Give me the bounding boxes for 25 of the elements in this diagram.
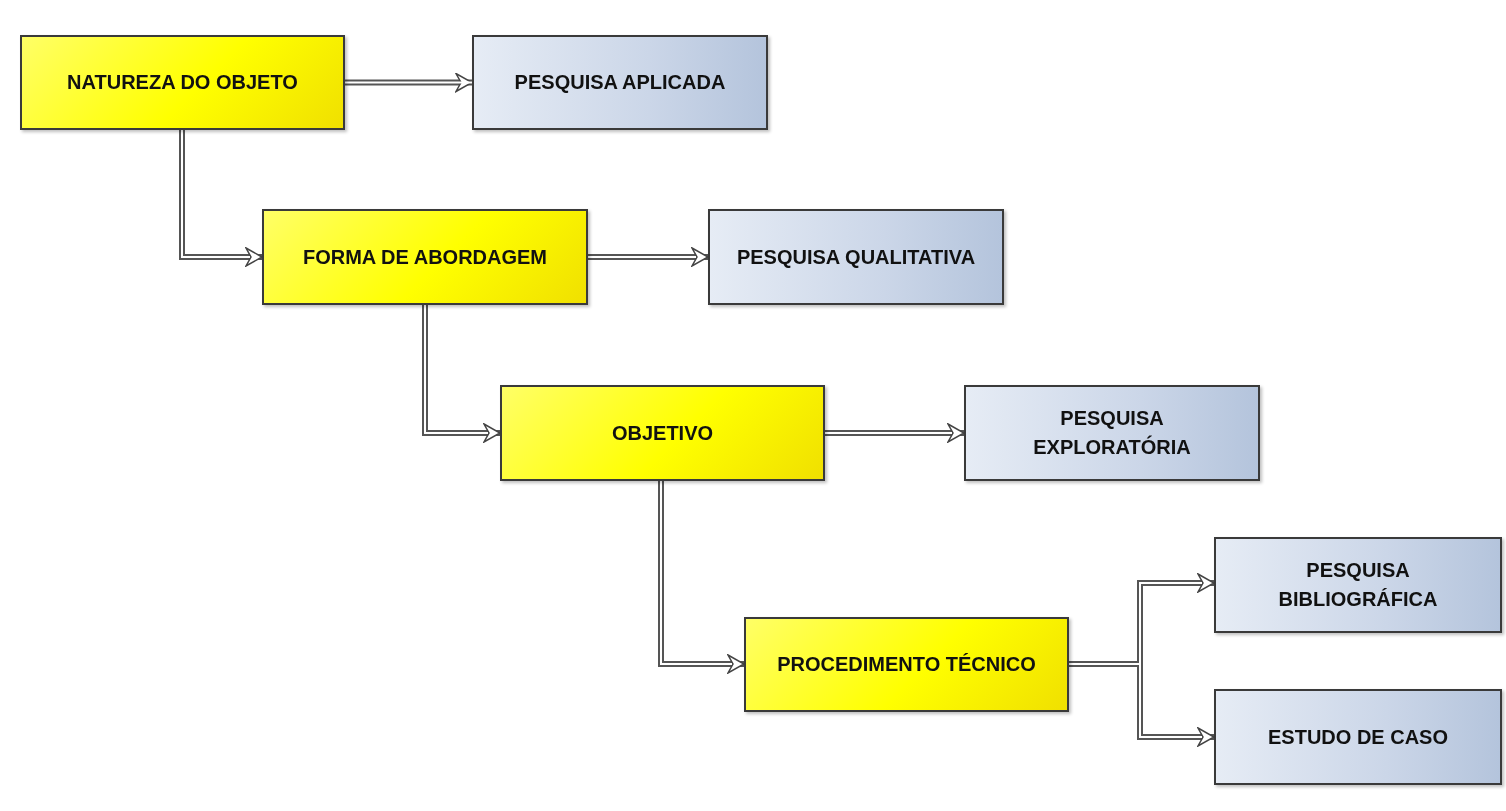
- result-box: [708, 209, 1004, 305]
- box-label: ESTUDO DE CASO: [1268, 724, 1448, 750]
- result-box: [964, 385, 1260, 481]
- box-label: PESQUISA EXPLORATÓRIA: [1032, 406, 1192, 460]
- double-line-arrow: [658, 481, 745, 674]
- box-label: PESQUISA APLICADA: [514, 70, 726, 95]
- double-line-arrow: [825, 423, 965, 443]
- result-box: [1214, 689, 1502, 785]
- double-line-arrow: [345, 72, 473, 93]
- box-label: FORMA DE ABORDAGEM: [302, 244, 548, 270]
- double-line-arrow: [179, 130, 263, 267]
- box-label: NATUREZA DO OBJETO: [67, 70, 298, 95]
- box-label: PESQUISA QUALITATIVA: [736, 244, 976, 270]
- result-box: [1214, 537, 1502, 633]
- category-box: [20, 35, 345, 130]
- category-box: [744, 617, 1069, 712]
- box-label: PESQUISA BIBLIOGRÁFICA: [1277, 558, 1439, 612]
- box-label: OBJETIVO: [611, 420, 714, 446]
- double-line-arrow: [422, 305, 501, 443]
- double-line-arrow: [1069, 661, 1215, 747]
- double-line-arrow: [588, 247, 709, 267]
- category-box: [500, 385, 825, 481]
- box-label: PROCEDIMENTO TÉCNICO: [777, 652, 1036, 677]
- result-box: [472, 35, 768, 130]
- category-box: [262, 209, 588, 305]
